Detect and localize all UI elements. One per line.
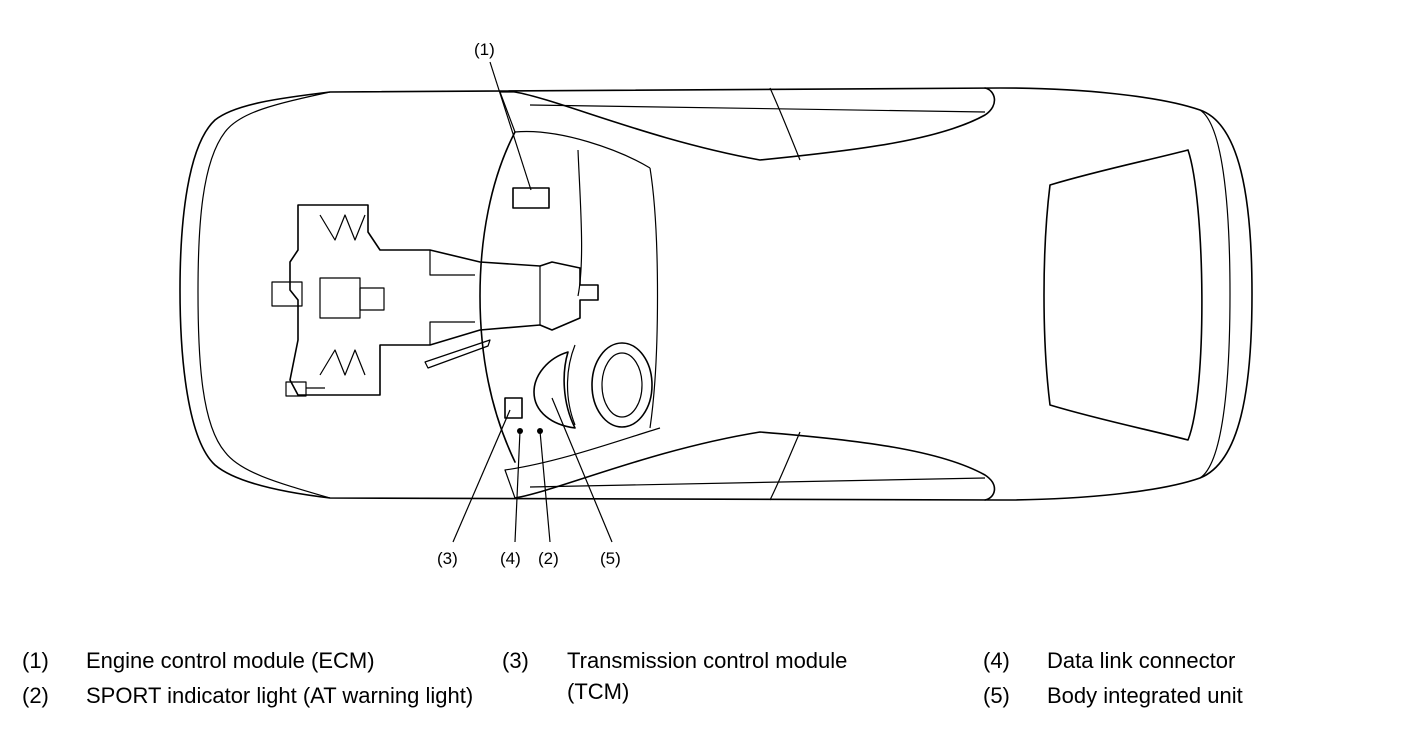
tcm-marker bbox=[504, 397, 523, 419]
legend-text: Engine control module (ECM) bbox=[86, 648, 375, 673]
legend-number: (1) bbox=[22, 648, 49, 673]
callout-5: (5) bbox=[600, 549, 621, 568]
legend-number: (2) bbox=[22, 683, 49, 708]
legend-text: Body integrated unit bbox=[1047, 683, 1243, 708]
callout-2: (2) bbox=[538, 549, 559, 568]
legend-text: Transmission control module (TCM) bbox=[567, 648, 848, 704]
steering-wheel bbox=[566, 342, 653, 428]
engine-assembly bbox=[271, 204, 599, 397]
rear-window bbox=[1043, 149, 1203, 441]
car-body-outline bbox=[179, 87, 1253, 501]
legend-number: (4) bbox=[983, 648, 1010, 673]
legend-number: (5) bbox=[983, 683, 1010, 708]
upper-side-panel bbox=[499, 87, 996, 169]
callout-3: (3) bbox=[437, 549, 458, 568]
lower-side-panel bbox=[504, 427, 996, 501]
legend-text: Data link connector bbox=[1047, 648, 1236, 673]
legend-number: (3) bbox=[502, 648, 529, 673]
legend: (1) Engine control module (ECM) (2) SPOR… bbox=[0, 645, 1408, 745]
callout-4: (4) bbox=[500, 549, 521, 568]
ecm-marker bbox=[512, 187, 550, 209]
callout-1: (1) bbox=[474, 40, 495, 59]
vehicle-component-location-diagram: (1) (3) (4) (2) (5) bbox=[179, 40, 1253, 568]
legend-text: SPORT indicator light (AT warning light) bbox=[86, 683, 474, 708]
leader-lines bbox=[452, 61, 613, 543]
body-integrated-unit-marker bbox=[533, 351, 576, 429]
